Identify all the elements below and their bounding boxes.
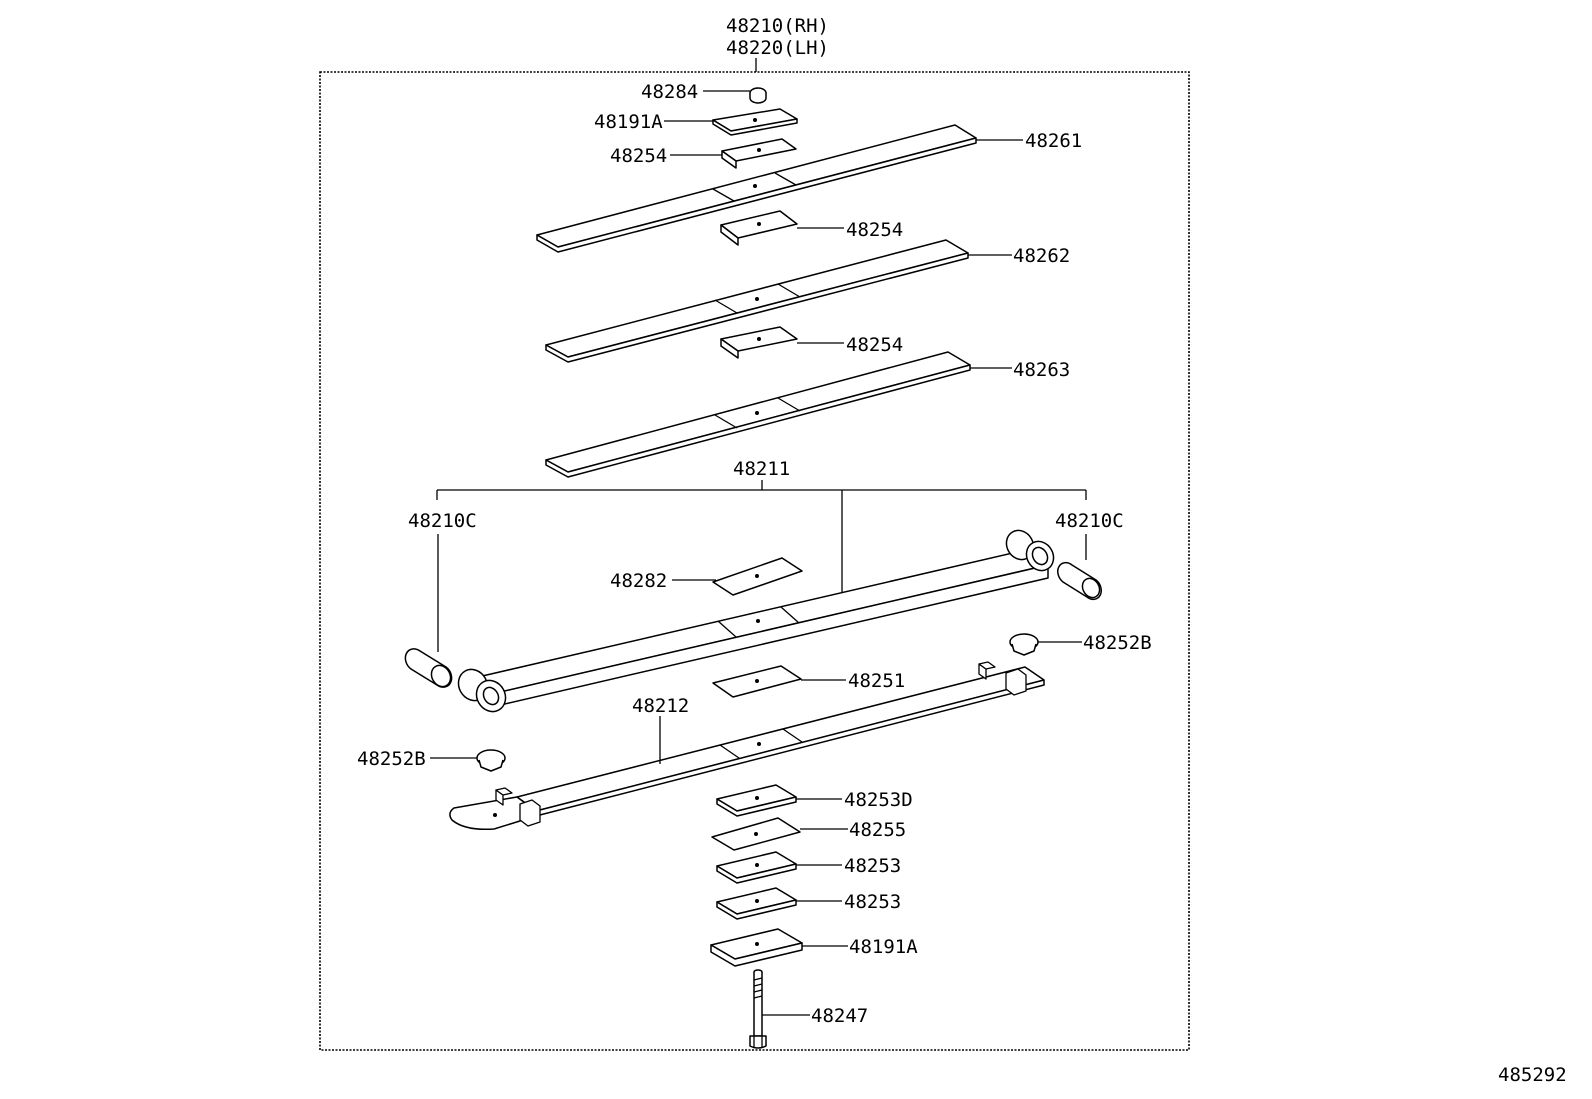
- label-48252b-right[interactable]: 48252B: [1083, 632, 1152, 654]
- label-48247[interactable]: 48247: [811, 1005, 868, 1027]
- label-48191a-bottom[interactable]: 48191A: [849, 936, 918, 958]
- label-48254-c[interactable]: 48254: [846, 334, 903, 356]
- part-48251-shape[interactable]: [712, 665, 802, 698]
- assembly-number-lh[interactable]: 48220(LH): [726, 37, 829, 59]
- part-48262-shape[interactable]: [545, 239, 969, 363]
- label-48254-b[interactable]: 48254: [846, 219, 903, 241]
- part-48191a-bottom-shape[interactable]: [710, 928, 803, 967]
- part-48254-a-shape[interactable]: [721, 138, 797, 169]
- label-48263[interactable]: 48263: [1013, 359, 1070, 381]
- label-48282[interactable]: 48282: [610, 570, 667, 592]
- part-48253-a-shape[interactable]: [716, 851, 797, 884]
- part-48252b-left-shape[interactable]: [476, 749, 506, 772]
- label-48261[interactable]: 48261: [1025, 130, 1082, 152]
- label-48262[interactable]: 48262: [1013, 245, 1070, 267]
- part-48210c-left-shape[interactable]: [404, 648, 454, 690]
- label-48191a-top[interactable]: 48191A: [594, 111, 663, 133]
- leader-48211-bracket: [436, 480, 1087, 597]
- part-48211-shape[interactable]: [453, 526, 1059, 717]
- label-48210c-right[interactable]: 48210C: [1055, 510, 1124, 532]
- part-48284-shape[interactable]: [749, 87, 767, 104]
- part-48253d-shape[interactable]: [716, 784, 797, 817]
- label-48254-a[interactable]: 48254: [610, 145, 667, 167]
- part-48254-c-shape[interactable]: [720, 326, 798, 359]
- assembly-frame: [319, 71, 1190, 1051]
- part-48252b-right-shape[interactable]: [1009, 633, 1039, 656]
- part-48282-shape[interactable]: [712, 557, 803, 596]
- label-48253-b[interactable]: 48253: [844, 891, 901, 913]
- figure-id: 485292: [1498, 1064, 1567, 1086]
- part-48261-shape[interactable]: [536, 124, 977, 253]
- label-48251[interactable]: 48251: [848, 670, 905, 692]
- part-48191a-top-shape[interactable]: [712, 108, 798, 136]
- part-48210c-right-shape[interactable]: [1057, 561, 1103, 601]
- label-48284[interactable]: 48284: [641, 81, 698, 103]
- label-48253-a[interactable]: 48253: [844, 855, 901, 877]
- label-48212[interactable]: 48212: [632, 695, 689, 717]
- label-48210c-left[interactable]: 48210C: [408, 510, 477, 532]
- part-48263-shape[interactable]: [545, 351, 971, 478]
- part-48255-shape[interactable]: [711, 817, 801, 851]
- label-48255[interactable]: 48255: [849, 819, 906, 841]
- part-48247-shape[interactable]: [749, 969, 767, 1049]
- label-48252b-left[interactable]: 48252B: [357, 748, 426, 770]
- label-48253d[interactable]: 48253D: [844, 789, 913, 811]
- part-48212-shape[interactable]: [449, 661, 1045, 831]
- label-48211[interactable]: 48211: [733, 458, 790, 480]
- part-48254-b-shape[interactable]: [720, 210, 798, 246]
- assembly-number-rh[interactable]: 48210(RH): [726, 15, 829, 37]
- part-48253-b-shape[interactable]: [716, 887, 797, 920]
